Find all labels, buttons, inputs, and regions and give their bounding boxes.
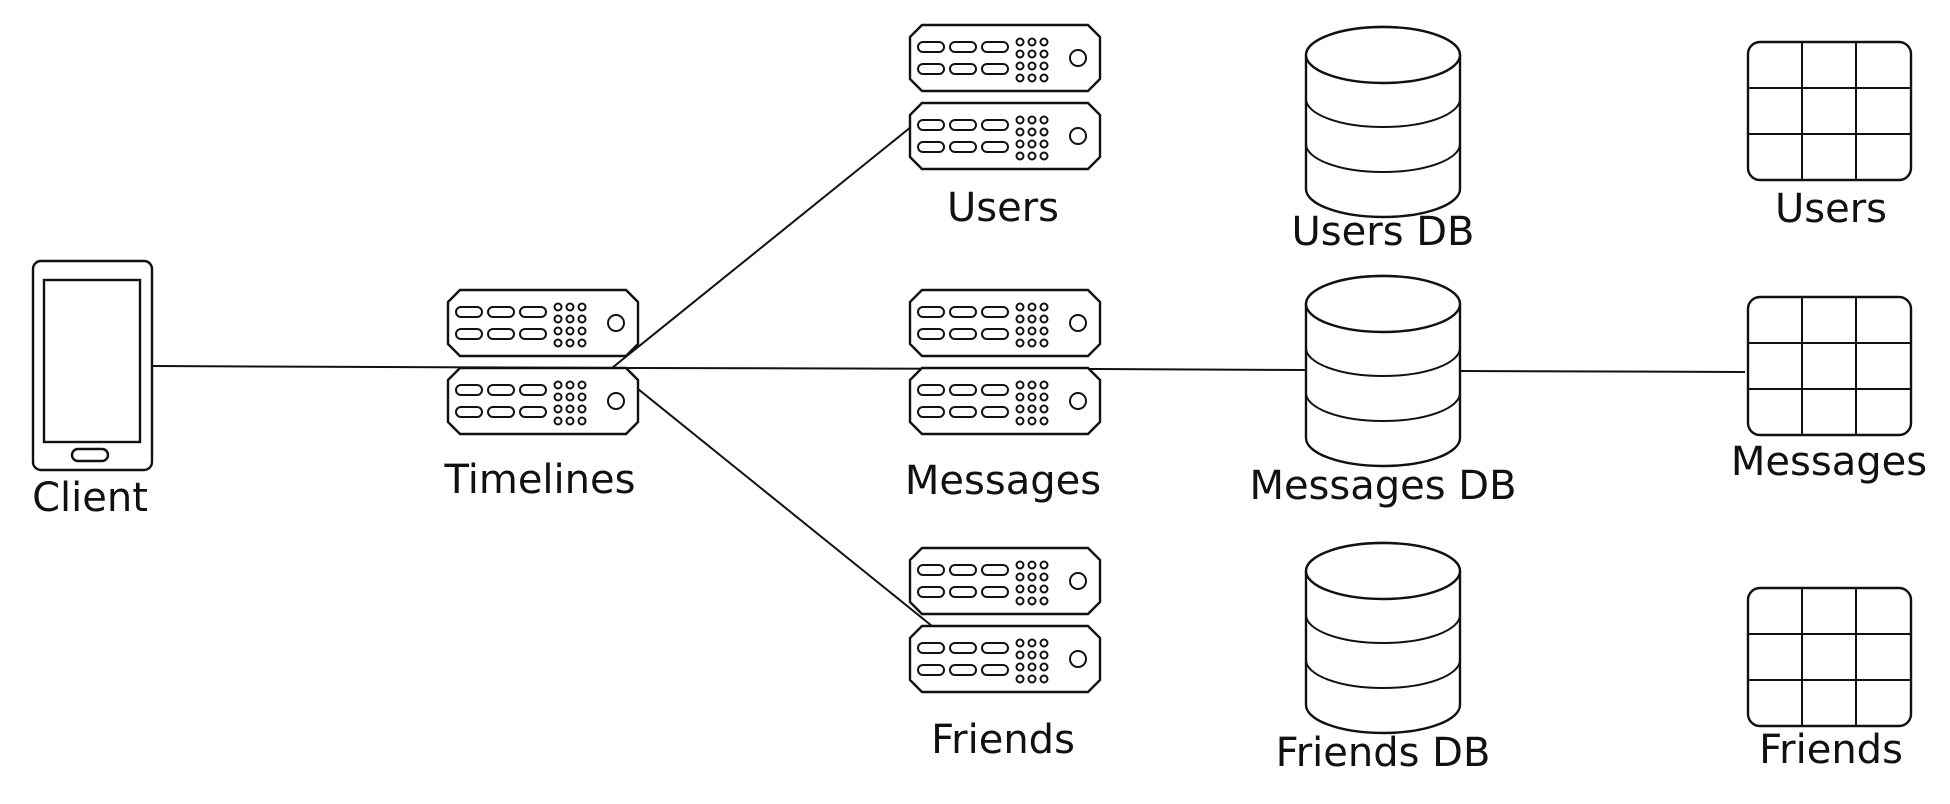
users-service-node: Users <box>908 23 1102 231</box>
users-db-label: Users DB <box>1292 209 1475 255</box>
users-service-label: Users <box>947 185 1059 231</box>
friends-table-label: Friends <box>1759 727 1903 773</box>
users-table-node: Users <box>1746 40 1913 232</box>
connector-messages-messagesdb <box>1099 368 1307 371</box>
messages-db-label: Messages DB <box>1249 463 1516 509</box>
smartphone-icon <box>31 259 154 472</box>
friends-service-label: Friends <box>931 717 1075 763</box>
messages-db-node: Messages DB <box>1249 274 1517 509</box>
friends-table-node: Friends <box>1746 586 1913 773</box>
messages-table-node: Messages <box>1731 295 1927 485</box>
messages-service-node: Messages <box>905 288 1102 504</box>
client-node: Client <box>31 259 154 521</box>
server-rack-icon <box>908 101 1102 171</box>
database-cylinder-icon <box>1304 541 1462 735</box>
messages-table-label: Messages <box>1731 439 1927 485</box>
server-rack-icon <box>908 546 1102 616</box>
friends-db-node: Friends DB <box>1276 541 1491 776</box>
server-rack-icon <box>446 366 640 436</box>
connector-timelines-friends <box>611 367 933 627</box>
server-rack-icon <box>908 366 1102 436</box>
timelines-label: Timelines <box>444 457 636 503</box>
client-label: Client <box>32 475 148 521</box>
server-rack-icon <box>908 288 1102 358</box>
messages-service-label: Messages <box>905 458 1101 504</box>
database-cylinder-icon <box>1304 25 1462 219</box>
table-grid-icon <box>1746 586 1913 728</box>
friends-service-node: Friends <box>908 546 1102 763</box>
connector-timelines-users <box>611 109 933 369</box>
server-rack-icon <box>908 23 1102 93</box>
users-db-node: Users DB <box>1292 25 1475 255</box>
table-grid-icon <box>1746 295 1913 437</box>
timelines-node: Timelines <box>444 288 640 503</box>
connector-messagesdb-messages-table <box>1459 370 1746 373</box>
server-rack-icon <box>446 288 640 358</box>
friends-db-label: Friends DB <box>1276 730 1491 776</box>
server-rack-icon <box>908 624 1102 694</box>
users-table-label: Users <box>1775 186 1887 232</box>
database-cylinder-icon <box>1304 274 1462 468</box>
table-grid-icon <box>1746 40 1913 182</box>
